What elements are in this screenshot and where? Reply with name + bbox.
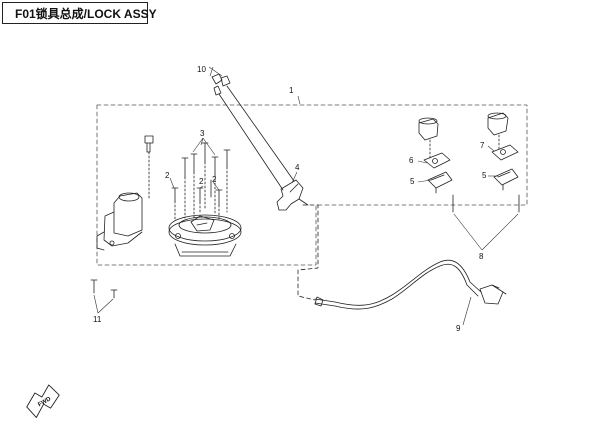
- small-bolts-part-11: [90, 279, 118, 299]
- callout-2-left: 2: [165, 171, 170, 180]
- ignition-switch: [96, 135, 154, 251]
- helmet-lock-right: [487, 112, 520, 213]
- title-box: F01锁具总成/LOCK ASSY: [2, 2, 157, 24]
- callout-9: 9: [456, 324, 461, 333]
- callout-4: 4: [295, 163, 300, 172]
- callout-1: 1: [289, 86, 294, 95]
- callout-2-right: 2: [212, 175, 217, 184]
- callout-5-left: 5: [410, 177, 415, 186]
- cable-bracket: [211, 73, 309, 211]
- callout-2-mid: 2: [199, 177, 204, 186]
- leader-lines: [93, 66, 519, 326]
- callout-11: 11: [93, 315, 102, 324]
- callout-6: 6: [409, 156, 414, 165]
- screws-part-2: [171, 179, 223, 206]
- callout-10: 10: [197, 65, 206, 74]
- page-title: F01锁具总成/LOCK ASSY: [15, 6, 157, 21]
- main-cable: [297, 204, 507, 310]
- fwd-arrow-icon: FWD: [26, 384, 60, 418]
- helmet-lock-left: [418, 117, 454, 213]
- callout-3: 3: [200, 129, 205, 138]
- fuel-cap-lock: [168, 161, 242, 257]
- callout-7: 7: [480, 141, 485, 150]
- callout-5-right: 5: [482, 171, 487, 180]
- assembly-boundary: [96, 104, 528, 266]
- callout-8: 8: [479, 252, 484, 261]
- screws-part-3: [181, 142, 231, 178]
